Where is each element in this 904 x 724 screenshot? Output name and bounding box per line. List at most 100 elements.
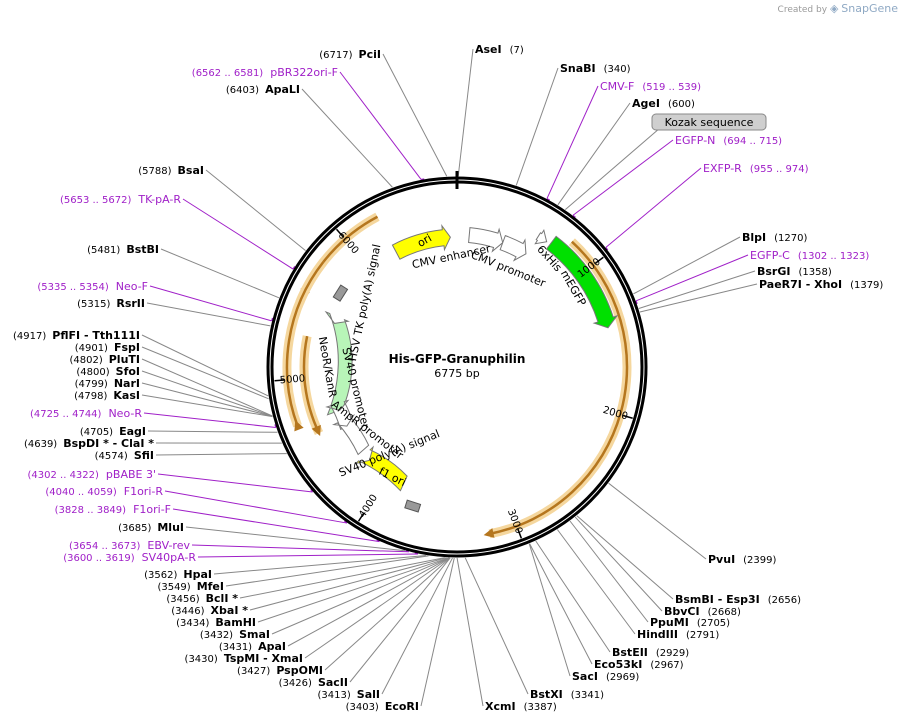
enzyme-name: BspDI * - ClaI *	[63, 437, 154, 450]
enzyme-leader	[529, 543, 593, 665]
enzyme-site-pluti[interactable]: PluTI(4802)	[69, 353, 140, 366]
enzyme-position: (5481)	[87, 245, 120, 256]
orf-arc	[299, 335, 324, 436]
enzyme-site-pspomi[interactable]: PspOMI(3427)	[237, 664, 323, 677]
enzyme-site-kasi[interactable]: KasI(4798)	[74, 389, 140, 402]
enzyme-site-sali[interactable]: SalI(3413)	[318, 688, 380, 701]
enzyme-site-bsteii[interactable]: BstEII (2929)	[612, 646, 689, 659]
primer-pbr322ori-f[interactable]: pBR322ori-F(6562 .. 6581)	[192, 66, 338, 79]
enzyme-site-bspdi-clai[interactable]: BspDI * - ClaI *(4639)	[24, 437, 154, 450]
enzyme-site-mfei[interactable]: MfeI(3549)	[157, 580, 224, 593]
enzyme-leader	[304, 557, 450, 659]
primer-neo-f[interactable]: Neo-F(5335 .. 5354)	[37, 280, 148, 293]
enzyme-leader	[381, 557, 453, 695]
enzyme-leader	[557, 102, 631, 206]
enzyme-position: (3432)	[200, 630, 233, 641]
enzyme-site-bsai[interactable]: BsaI(5788)	[138, 164, 204, 177]
primer-f1ori-f[interactable]: F1ori-F(3828 .. 3849)	[55, 503, 171, 516]
orf-arc	[282, 259, 327, 432]
primer-leader	[635, 254, 749, 302]
enzyme-site-sacii[interactable]: SacII(3426)	[279, 676, 348, 689]
enzyme-site-rsrii[interactable]: RsrII(5315)	[77, 297, 145, 310]
orf-arrowhead-icon	[483, 528, 495, 538]
orf-arc-halo	[299, 335, 324, 435]
enzyme-leader	[576, 515, 674, 600]
enzyme-site-bamhi[interactable]: BamHI(3434)	[176, 616, 256, 629]
enzyme-site-smai[interactable]: SmaI(3432)	[200, 628, 270, 641]
enzyme-site-pflfi-tth111i[interactable]: PflFI - Tth111I(4917)	[13, 329, 140, 342]
primer-cmv-f[interactable]: CMV-F(519 .. 539)	[600, 80, 701, 93]
enzyme-name: PvuI	[708, 553, 735, 566]
enzyme-site-ppumi[interactable]: PpuMI(2705)	[650, 616, 730, 629]
enzyme-site-pcii[interactable]: PciI(6717)	[319, 48, 381, 61]
enzyme-site-asei[interactable]: AseI(7)	[475, 43, 524, 56]
enzyme-name: BstEII	[612, 646, 648, 659]
enzyme-site-blpi[interactable]: BlpI(1270)	[742, 231, 807, 244]
enzyme-leader	[349, 557, 451, 683]
enzyme-leader	[155, 453, 287, 456]
enzyme-site-sfoi[interactable]: SfoI(4800)	[76, 365, 140, 378]
enzyme-site-saci[interactable]: SacI(2969)	[572, 670, 639, 683]
enzyme-name: BlpI	[742, 231, 766, 244]
enzyme-name: MluI	[157, 521, 184, 534]
watermark-created-by: Created by	[777, 5, 828, 15]
enzyme-site-paer7i-xhoi[interactable]: PaeR7I - XhoI(1379)	[759, 278, 883, 291]
enzyme-leader	[528, 543, 571, 677]
enzyme-site-sfii[interactable]: SfiI(4574)	[95, 449, 154, 462]
enzyme-name: PaeR7I - XhoI	[759, 278, 842, 291]
enzyme-name: KasI	[113, 389, 140, 402]
enzyme-site-agei[interactable]: AgeI(600)	[632, 97, 695, 110]
enzyme-site-apai[interactable]: ApaI(3431)	[219, 640, 286, 653]
label-neokanr: NeoR/KanR	[316, 336, 340, 399]
enzyme-leader	[249, 557, 447, 611]
primer-tk-pa-r[interactable]: TK-pA-R(5653 .. 5672)	[60, 193, 181, 206]
enzyme-site-bstbi[interactable]: BstBI(5481)	[87, 243, 159, 256]
tick-label-4000: 4000	[357, 493, 380, 520]
enzyme-site-hpai[interactable]: HpaI(3562)	[144, 568, 212, 581]
enzyme-position: (2929)	[656, 648, 689, 659]
enzyme-site-hindiii[interactable]: HindIII(2791)	[637, 628, 719, 641]
enzyme-position: (2791)	[686, 630, 719, 641]
enzyme-site-eco53ki[interactable]: Eco53kI(2967)	[594, 658, 684, 671]
primer-egfp-c[interactable]: EGFP-C(1302 .. 1323)	[750, 249, 869, 262]
feature-megfp	[545, 235, 619, 329]
primer-exfp-r[interactable]: EXFP-R(955 .. 974)	[703, 162, 809, 175]
enzyme-site-bcli[interactable]: BclI *(3456)	[166, 592, 238, 605]
enzyme-site-xbai[interactable]: XbaI *(3446)	[171, 604, 248, 617]
primer-ebv-rev[interactable]: EBV-rev(3654 .. 3673)	[69, 539, 190, 552]
enzyme-leader	[141, 370, 273, 417]
enzyme-site-bsrgi[interactable]: BsrGI(1358)	[757, 265, 832, 278]
primer-pbabe-3[interactable]: pBABE 3'(4302 .. 4322)	[28, 468, 157, 481]
enzyme-site-xcmi[interactable]: XcmI(3387)	[485, 700, 557, 713]
enzyme-site-bsmbi-esp3i[interactable]: BsmBI - Esp3I(2656)	[675, 593, 801, 606]
enzyme-site-pvui[interactable]: PvuI(2399)	[708, 553, 777, 566]
enzyme-site-snabi[interactable]: SnaBI(340)	[560, 62, 631, 75]
enzyme-name: SfoI	[116, 365, 140, 378]
enzyme-position: (3403)	[346, 702, 379, 713]
enzyme-leader	[141, 334, 269, 397]
enzyme-site-bstxi[interactable]: BstXI(3341)	[530, 688, 604, 701]
primer-sv40pa-r[interactable]: SV40pA-R(3600 .. 3619)	[63, 551, 196, 564]
enzyme-site-ecori[interactable]: EcoRI(3403)	[346, 700, 419, 713]
enzyme-site-fspi[interactable]: FspI(4901)	[75, 341, 140, 354]
primer-neo-r[interactable]: Neo-R(4725 .. 4744)	[30, 407, 142, 420]
enzyme-site-tspmi-xmai[interactable]: TspMI - XmaI(3430)	[185, 652, 303, 665]
enzyme-site-mlui[interactable]: MluI(3685)	[118, 521, 184, 534]
enzyme-site-nari[interactable]: NarI(4799)	[75, 377, 140, 390]
enzyme-name: ApaI	[258, 640, 286, 653]
primer-name: F1ori-F	[133, 503, 171, 516]
enzyme-site-bbvci[interactable]: BbvCI(2668)	[664, 605, 741, 618]
primer-f1ori-r[interactable]: F1ori-R(4040 .. 4059)	[45, 485, 163, 498]
enzyme-site-eagi[interactable]: EagI(4705)	[80, 425, 146, 438]
primer-name: pBR322ori-F	[270, 66, 338, 79]
enzyme-site-apali[interactable]: ApaLI(6403)	[226, 83, 300, 96]
tick-mark	[335, 228, 344, 238]
primer-egfp-n[interactable]: EGFP-N(694 .. 715)	[675, 134, 782, 147]
primer-position: (694 .. 715)	[723, 136, 782, 147]
label-hsv-tk-polya: HSV TK poly(A) signal	[346, 243, 383, 362]
enzyme-leader	[633, 236, 741, 295]
enzyme-position: (2705)	[697, 618, 730, 629]
feature-f1-ori	[353, 445, 408, 492]
enzyme-position: (340)	[604, 64, 631, 75]
